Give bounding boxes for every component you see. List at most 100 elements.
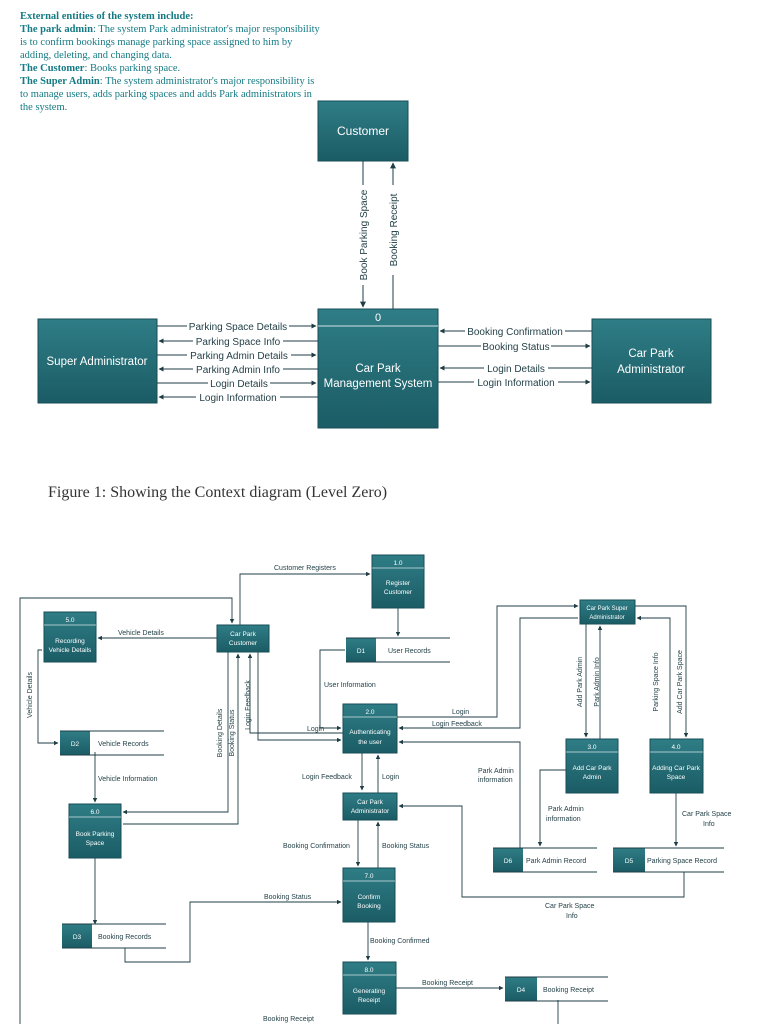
label-add-car-park-space: Add Car Park Space — [677, 650, 684, 714]
label-login-super: Login — [452, 709, 469, 716]
customer-text: : Books parking space. — [84, 63, 181, 74]
entity-admin-line2: Administrator — [351, 808, 390, 815]
process-7-0-line2: Booking — [357, 903, 381, 910]
context-process-number: 0 — [375, 312, 381, 324]
store-d4-name: Booking Receipt — [543, 987, 594, 994]
flow-parking-admin-details: Parking Admin Details — [190, 351, 288, 362]
store-d3-name: Booking Records — [98, 934, 152, 941]
entity-admin-line1: Car Park — [357, 799, 383, 806]
entity-car-park-super-admin: Car Park Super Administrator — [579, 599, 636, 625]
label-parking-space-info: Parking Space Info — [653, 652, 660, 711]
label-vehicle-information: Vehicle Information — [98, 776, 158, 783]
store-d3: D3 Booking Records — [62, 923, 166, 949]
intro-heading: External entities of the system include: — [20, 11, 194, 22]
store-d2: D2 Vehicle Records — [60, 730, 164, 756]
label-add-park-admin: Add Park Admin — [577, 657, 584, 707]
label-booking-details: Booking Details — [217, 708, 224, 757]
store-d2-name: Vehicle Records — [98, 741, 149, 748]
context-car-park-admin-line2: Administrator — [617, 364, 685, 376]
label-booking-status-customer: Booking Status — [229, 709, 236, 757]
customer-label: The Customer — [20, 63, 85, 74]
process-4-0-line1: Adding Car Park — [652, 765, 700, 772]
label-car-park-space-info-line2: Info — [703, 821, 715, 828]
flow-login-details-right: Login Details — [487, 364, 545, 375]
context-process-line1: Car Park — [355, 363, 401, 375]
process-6-0: 6.0 Book Parking Space — [68, 803, 122, 859]
flow-login-information-right: Login Information — [477, 378, 554, 389]
intro-text: External entities of the system include:… — [20, 10, 320, 114]
label-user-information: User Information — [324, 682, 376, 689]
store-d4: D4 Booking Receipt — [505, 976, 608, 1002]
label-customer-registers: Customer Registers — [274, 565, 336, 572]
store-d5: D5 Parking Space Record — [613, 847, 724, 873]
entity-customer-line1: Car Park — [230, 631, 256, 638]
store-d6-id: D6 — [504, 858, 513, 865]
label-park-admin-info-d6-line1: Park Admin — [548, 806, 584, 813]
context-car-park-admin-entity — [591, 318, 712, 404]
process-5-0-line2: Vehicle Details — [49, 647, 92, 654]
super-admin-label: The Super Admin — [20, 76, 100, 87]
process-4-0-line2: Space — [667, 774, 686, 781]
process-3-0-number: 3.0 — [587, 744, 596, 751]
process-6-0-line2: Space — [86, 840, 105, 847]
context-diagram: Customer 0 Car Park Management System Su… — [37, 100, 712, 429]
label-car-park-space-info-bottom-line1: Car Park Space — [545, 903, 595, 910]
label-login-feedback-super: Login Feedback — [432, 721, 482, 728]
process-1-0-line1: Register — [386, 580, 411, 587]
context-super-admin-label: Super Administrator — [47, 356, 148, 368]
entity-car-park-customer: Car Park Customer — [216, 624, 270, 653]
process-1-0-line2: Customer — [384, 589, 413, 596]
park-admin-text: : The system Park administrator's major … — [20, 24, 320, 61]
label-booking-status-admin: Booking Status — [382, 843, 430, 850]
store-d1-name: User Records — [388, 648, 431, 655]
process-8-0: 8.0 Generating Receipt — [342, 961, 397, 1015]
store-d1: D1 User Records — [346, 637, 450, 663]
context-customer-label: Customer — [337, 124, 389, 138]
label-login-feedback-admin: Login Feedback — [302, 774, 352, 781]
figure-caption: Figure 1: Showing the Context diagram (L… — [48, 484, 388, 501]
label-vehicle-details: Vehicle Details — [118, 630, 164, 637]
label-park-admin-info: Park Admin Info — [594, 657, 601, 707]
flow-book-parking-space: Book Parking Space — [359, 189, 370, 280]
label-booking-receipt-bottom: Booking Receipt — [263, 1016, 314, 1023]
context-customer-entity — [317, 100, 409, 162]
process-1-0-number: 1.0 — [393, 560, 402, 567]
label-park-admin-info-d6-line2: information — [546, 816, 581, 823]
label-booking-receipt-d4: Booking Receipt — [422, 980, 473, 987]
super-admin-text: : The system administrator's major respo… — [20, 76, 315, 113]
label-login-customer: Login — [307, 726, 324, 733]
flow-booking-receipt-context: Booking Receipt — [389, 193, 400, 266]
label-park-admin-information-line1: Park Admin — [478, 768, 514, 775]
process-7-0: 7.0 Confirm Booking — [342, 867, 396, 923]
process-7-0-number: 7.0 — [364, 873, 373, 880]
process-4-0-number: 4.0 — [671, 744, 680, 751]
process-5-0: 5.0 Recording Vehicle Details — [43, 611, 97, 663]
flow-booking-status-context: Booking Status — [482, 342, 549, 353]
process-3-0-line2: Admin — [583, 774, 602, 781]
label-car-park-space-info-bottom-line2: Info — [566, 913, 578, 920]
process-2-0-line1: Authenticating — [349, 729, 391, 736]
store-d4-id: D4 — [517, 987, 526, 994]
flow-login-details-left: Login Details — [210, 379, 268, 390]
flow-parking-space-details: Parking Space Details — [189, 322, 287, 333]
process-2-0-number: 2.0 — [365, 709, 374, 716]
label-login-admin: Login — [382, 774, 399, 781]
label-park-admin-information-line2: information — [478, 777, 513, 784]
flow-parking-admin-info: Parking Admin Info — [196, 365, 280, 376]
context-process-line2: Management System — [324, 378, 433, 390]
process-2-0: 2.0 Authenticating the user — [342, 703, 398, 754]
process-8-0-line2: Receipt — [358, 997, 380, 1004]
store-d5-name: Parking Space Record — [647, 858, 717, 865]
store-d5-id: D5 — [625, 858, 634, 865]
entity-super-line1: Car Park Super — [586, 606, 627, 612]
process-3-0-line1: Add Car Park — [572, 765, 612, 772]
context-car-park-admin-line1: Car Park — [628, 348, 674, 360]
process-7-0-line1: Confirm — [358, 894, 381, 901]
context-process — [317, 308, 439, 429]
process-2-0-line2: the user — [358, 739, 382, 746]
flow-parking-space-info: Parking Space Info — [196, 337, 281, 348]
entity-car-park-administrator: Car Park Administrator — [342, 792, 398, 821]
process-6-0-number: 6.0 — [90, 809, 99, 816]
level1-diagram: 1.0 Register Customer 2.0 Authenticating… — [19, 554, 732, 1024]
